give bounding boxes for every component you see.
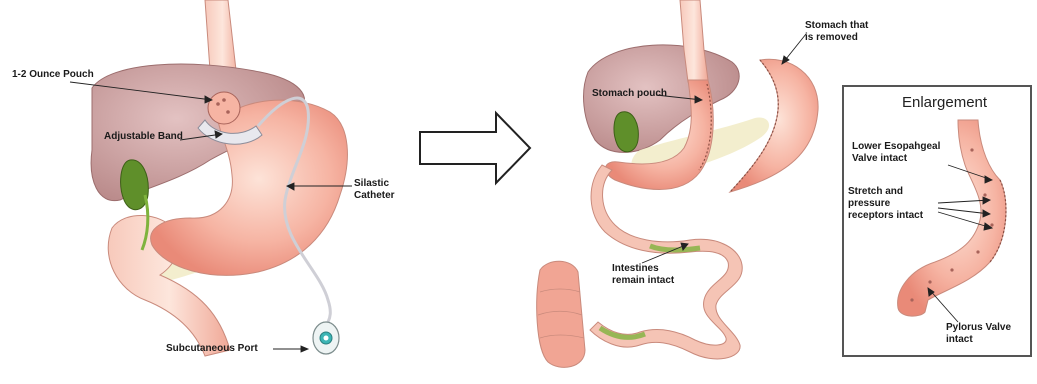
label-pylorus-line2: intact <box>946 334 973 346</box>
label-adjustable-band: Adjustable Band <box>104 131 183 143</box>
right-illustration <box>537 0 818 367</box>
large-intestine <box>537 261 585 367</box>
enlargement-title: Enlargement <box>902 94 987 111</box>
label-subcutaneous-port: Subcutaneous Port <box>166 343 258 355</box>
label-removed-line1: Stomach that <box>805 20 868 32</box>
label-removed-line2: is removed <box>805 32 858 44</box>
label-pylorus-line1: Pylorus Valve <box>946 322 1011 334</box>
gastric-pouch <box>208 92 240 124</box>
label-catheter-line1: Silastic <box>354 178 389 190</box>
label-intestines-line2: remain intact <box>612 275 674 287</box>
label-catheter-line2: Catheter <box>354 190 395 202</box>
subcutaneous-port <box>313 322 339 354</box>
label-stretch-line3: receptors intact <box>848 210 923 222</box>
label-intestines-line1: Intestines <box>612 263 659 275</box>
label-lower-valve-line1: Lower Esopahgeal <box>852 141 940 153</box>
label-stretch-line2: pressure <box>848 198 890 210</box>
label-stomach-pouch: Stomach pouch <box>592 88 667 100</box>
intestines <box>590 165 742 359</box>
transition-arrow <box>420 113 530 183</box>
label-pouch: 1-2 Ounce Pouch <box>12 69 94 81</box>
label-lower-valve-line2: Valve intact <box>852 153 907 165</box>
left-illustration <box>70 0 352 356</box>
label-stretch-line1: Stretch and <box>848 186 903 198</box>
